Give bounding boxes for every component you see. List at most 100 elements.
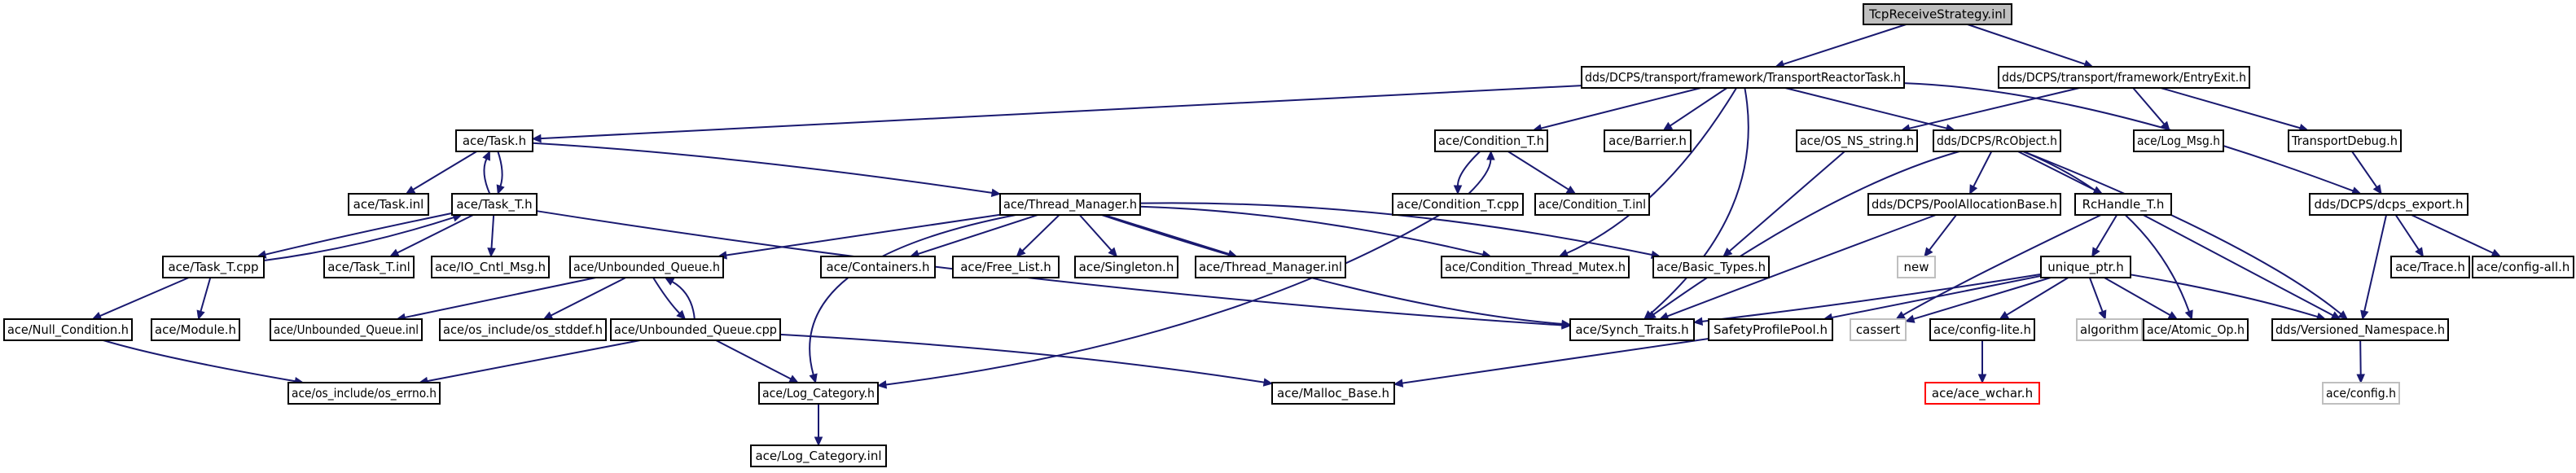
edge-tasktcpp-to-nullcond <box>99 277 190 317</box>
edge-uniqueptr-to-cassert <box>1913 277 2052 320</box>
edge-versioned-to-config <box>2359 339 2362 375</box>
node-label-tasktth: ace/Task_T.h <box>456 197 532 212</box>
node-osstddef[interactable]: ace/os_include/os_stddef.h <box>439 318 607 341</box>
node-configlite[interactable]: ace/config-lite.h <box>1929 318 2035 341</box>
arrowhead-condth-to-condtinl <box>1565 185 1577 195</box>
edge-uniqueptr-to-algorithm <box>2088 277 2104 312</box>
node-wchar[interactable]: ace/ace_wchar.h <box>1924 382 2040 405</box>
node-root[interactable]: TcpReceiveStrategy.inl <box>1863 3 2012 25</box>
node-label-pab: dds/DCPS/PoolAllocationBase.h <box>1872 197 2057 212</box>
node-label-osns: ace/OS_NS_string.h <box>1800 134 1914 149</box>
edge-unbq-to-unbqcpp <box>652 277 681 314</box>
node-box-unbqcpp <box>610 318 781 341</box>
node-logcatinl[interactable]: ace/Log_Category.inl <box>750 445 887 467</box>
node-label-versioned: dds/Versioned_Namespace.h <box>2275 322 2445 338</box>
edge-trt-to-taskh <box>540 85 1582 140</box>
arrowhead-ddsexp-to-versioned <box>2360 309 2369 321</box>
node-box-wchar <box>1924 382 2040 405</box>
node-malloc[interactable]: ace/Malloc_Base.h <box>1271 382 1395 405</box>
edge-trt-to-condth <box>1540 87 1701 129</box>
node-label-nullcond: ace/Null_Condition.h <box>7 322 129 338</box>
node-label-ddsexp: dds/DCPS/dcps_export.h <box>2314 197 2463 212</box>
node-spp[interactable]: SafetyProfilePool.h <box>1708 318 1833 341</box>
arrowhead-ddsexp-to-trace <box>2415 247 2425 258</box>
node-iocntl[interactable]: ace/IO_Cntl_Msg.h <box>431 256 550 278</box>
edge-uniqueptr-to-versioned <box>2130 274 2318 318</box>
arrowhead-trt-to-barrier <box>1662 121 1674 131</box>
node-ctm[interactable]: ace/Condition_Thread_Mutex.h <box>1441 256 1630 278</box>
node-module[interactable]: ace/Module.h <box>151 318 240 341</box>
node-taskinl[interactable]: ace/Task.inl <box>348 193 429 216</box>
edge-tasktth-to-taskh <box>483 158 491 195</box>
node-tasktinl[interactable]: ace/Task_T.inl <box>323 256 415 278</box>
edge-tasktcpp-to-tasktth <box>263 217 454 261</box>
node-versioned[interactable]: dds/Versioned_Namespace.h <box>2271 318 2449 341</box>
arrowhead-tasktcpp-to-nullcond <box>91 311 103 320</box>
edge-osns-to-basictypes <box>1728 151 1845 252</box>
node-atomic[interactable]: ace/Atomic_Op.h <box>2143 318 2249 341</box>
node-rchandle[interactable]: RcHandle_T.h <box>2074 193 2172 216</box>
node-configall[interactable]: ace/config-all.h <box>2472 256 2574 278</box>
node-basictypes[interactable]: ace/Basic_Types.h <box>1652 256 1770 278</box>
node-containers[interactable]: ace/Containers.h <box>820 256 936 278</box>
node-logmsg[interactable]: ace/Log_Msg.h <box>2133 129 2224 152</box>
node-logcat[interactable]: ace/Log_Category.h <box>758 382 879 405</box>
node-rcobj[interactable]: dds/DCPS/RcObject.h <box>1933 129 2061 152</box>
edge-unbq-to-osstddef <box>551 277 626 317</box>
node-singleton[interactable]: ace/Singleton.h <box>1074 256 1178 278</box>
edge-rcobj-to-pab <box>1973 151 1993 187</box>
node-label-taskh: ace/Task.h <box>463 134 526 148</box>
node-osns[interactable]: ace/OS_NS_string.h <box>1796 129 1918 152</box>
arrowhead-rcobj-to-atomic <box>2184 309 2193 321</box>
arrowhead-rchandle-to-cassert <box>1895 311 1906 320</box>
node-freelist[interactable]: ace/Free_List.h <box>952 256 1060 278</box>
edge-rcobj-to-synch <box>1652 151 1960 316</box>
node-trt[interactable]: dds/DCPS/transport/framework/TransportRe… <box>1581 66 1905 89</box>
edge-thrmgr-to-synch <box>1101 214 1563 325</box>
node-box-root <box>1863 3 2012 25</box>
arrowhead-condtcpp-to-condth <box>1486 150 1495 160</box>
node-condth[interactable]: ace/Condition_T.h <box>1434 129 1548 152</box>
node-pab[interactable]: dds/DCPS/PoolAllocationBase.h <box>1867 193 2061 216</box>
edge-uniqueptr-to-atomic <box>2104 277 2171 316</box>
node-unbq[interactable]: ace/Unbounded_Queue.h <box>569 256 724 278</box>
node-uniqueptr[interactable]: unique_ptr.h <box>2040 256 2131 278</box>
node-synch[interactable]: ace/Synch_Traits.h <box>1569 318 1695 341</box>
node-trace[interactable]: ace/Trace.h <box>2390 256 2470 278</box>
arrowhead-condtcpp-to-logcat <box>876 380 888 389</box>
node-label-ee: dds/DCPS/transport/framework/EntryExit.h <box>2002 70 2246 85</box>
node-ee[interactable]: dds/DCPS/transport/framework/EntryExit.h <box>1998 66 2250 89</box>
edge-uniqueptr-to-synch <box>1701 273 2042 322</box>
node-tdebug[interactable]: TransportDebug.h <box>2288 129 2402 152</box>
node-new: new <box>1897 256 1936 278</box>
node-label-tdebug: TransportDebug.h <box>2291 134 2398 148</box>
node-box-trt <box>1581 66 1905 89</box>
node-box-condtcpp <box>1392 193 1524 216</box>
arrowhead-osns-to-basictypes <box>1722 247 1733 257</box>
node-oserrno[interactable]: ace/os_include/os_errno.h <box>287 382 441 405</box>
node-label-oserrno: ace/os_include/os_errno.h <box>292 386 437 401</box>
node-box-spp <box>1708 318 1833 341</box>
node-unbqcpp[interactable]: ace/Unbounded_Queue.cpp <box>610 318 781 341</box>
node-nullcond[interactable]: ace/Null_Condition.h <box>3 318 133 341</box>
node-label-config: ace/config.h <box>2326 386 2396 401</box>
node-unbqinl[interactable]: ace/Unbounded_Queue.inl <box>270 318 423 341</box>
arrowhead-condth-to-condtcpp <box>1453 185 1463 195</box>
arrowhead-tasktth-to-iocntl <box>487 247 496 258</box>
node-box-unbqinl <box>270 318 423 341</box>
node-thrmgr[interactable]: ace/Thread_Manager.h <box>999 193 1141 216</box>
edge-trt-to-synch <box>1649 87 1749 315</box>
node-barrier[interactable]: ace/Barrier.h <box>1604 129 1692 152</box>
node-label-iocntl: ace/IO_Cntl_Msg.h <box>435 260 546 275</box>
arrowhead-tasktcpp-to-module <box>196 309 205 321</box>
node-taskh[interactable]: ace/Task.h <box>455 129 533 152</box>
node-label-osstddef: ace/os_include/os_stddef.h <box>443 322 603 338</box>
node-ddsexp[interactable]: dds/DCPS/dcps_export.h <box>2309 193 2468 216</box>
node-tasktcpp[interactable]: ace/Task_T.cpp <box>162 256 265 278</box>
edge-unbq-to-unbqinl <box>404 277 596 318</box>
node-condtinl[interactable]: ace/Condition_T.inl <box>1534 193 1650 216</box>
node-tasktth[interactable]: ace/Task_T.h <box>451 193 538 216</box>
node-thrmgrinl[interactable]: ace/Thread_Manager.inl <box>1195 256 1346 278</box>
node-label-unbq: ace/Unbounded_Queue.h <box>573 260 720 275</box>
node-condtcpp[interactable]: ace/Condition_T.cpp <box>1392 193 1524 216</box>
